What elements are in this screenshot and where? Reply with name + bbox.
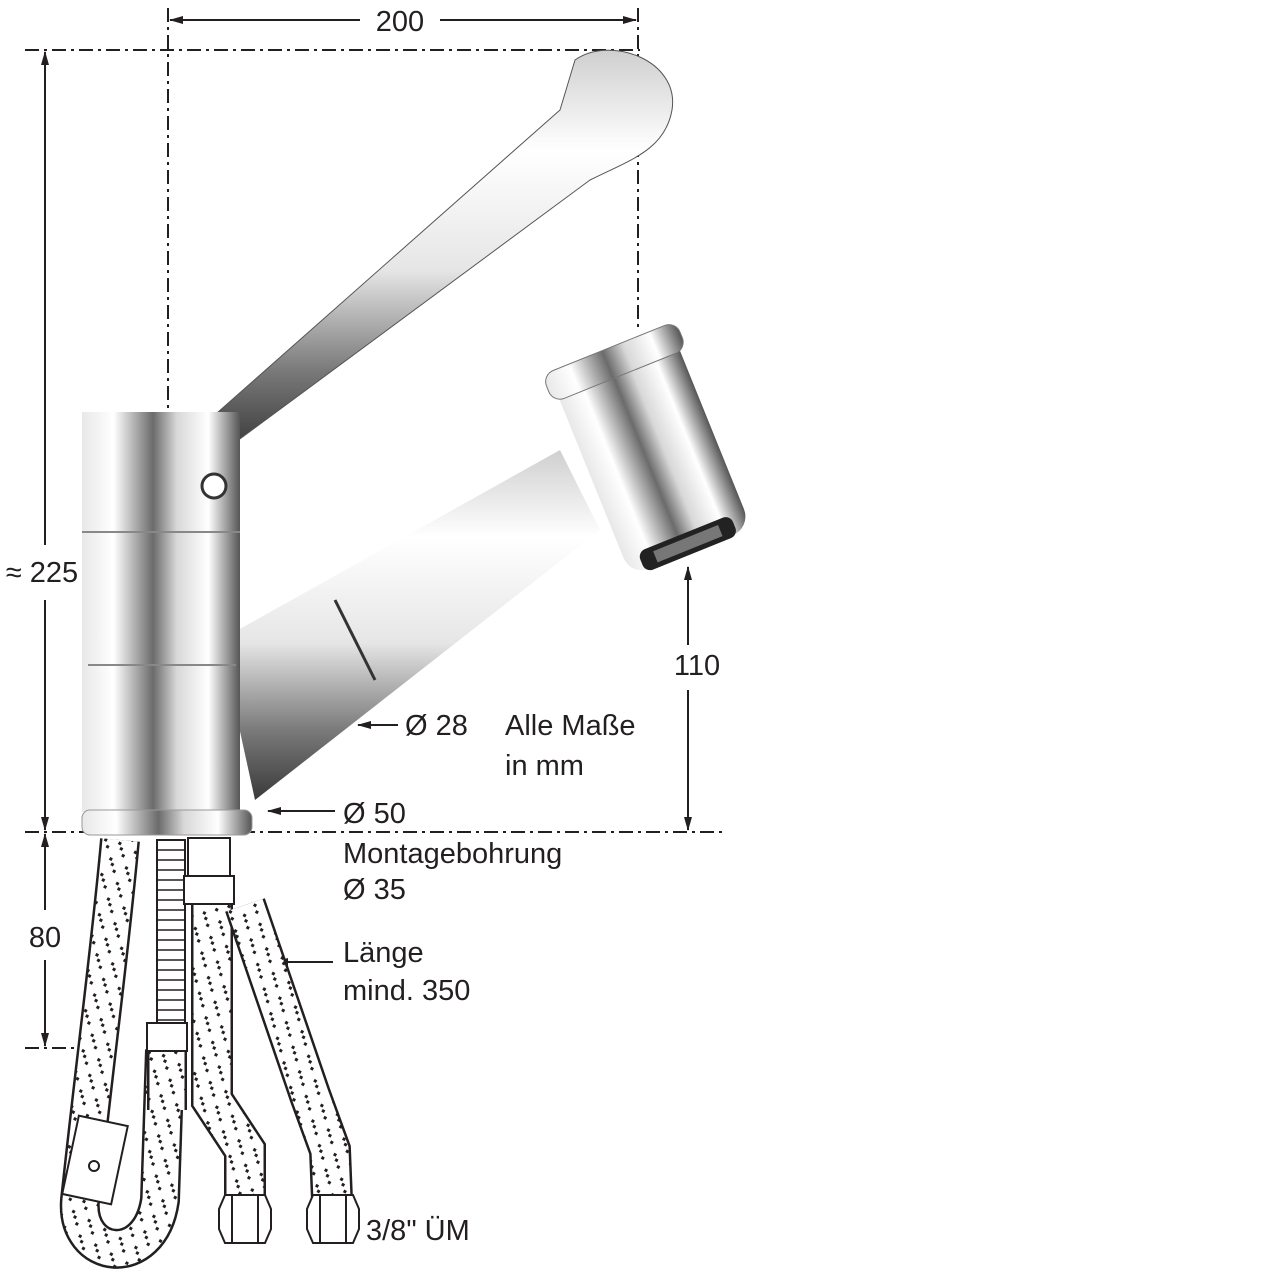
connector-nut-right: [306, 1194, 360, 1244]
supply-hose-hot: [227, 899, 351, 1201]
hose-coupling: [146, 1022, 188, 1052]
connector-nut-left: [218, 1194, 272, 1244]
long-lever-handle: [199, 49, 674, 451]
hose-length-label: Länge: [343, 937, 424, 969]
base-diameter-label: Ø 50: [343, 798, 406, 830]
faucet: [81, 49, 746, 836]
width-label: 200: [376, 6, 424, 38]
connection-label: 3/8" ÜM: [366, 1215, 470, 1247]
spray-head: [545, 324, 746, 571]
pullout-spout: [220, 450, 600, 800]
hose-weight: [61, 1114, 129, 1206]
hose-nut-top: [183, 875, 235, 905]
faucet-base: [81, 809, 253, 836]
hose-length-value: mind. 350: [343, 975, 470, 1007]
height-label: ≈ 225: [6, 557, 78, 589]
corrugated-hose: [156, 839, 186, 1026]
units-note-line1: Alle Maße: [505, 710, 636, 742]
below-deck-label: 80: [29, 922, 61, 954]
supply-hoses: [59, 837, 360, 1269]
units-note-line2: in mm: [505, 750, 584, 782]
supply-hose-cold: [193, 905, 264, 1200]
spout-height-label: 110: [674, 650, 720, 682]
spout-diameter-label: Ø 28: [405, 710, 468, 742]
faucet-body: [82, 412, 240, 812]
lever-pivot-icon: [200, 472, 228, 500]
mounting-hole-label: Montagebohrung: [343, 838, 562, 870]
mounting-hole-diameter: Ø 35: [343, 874, 406, 906]
